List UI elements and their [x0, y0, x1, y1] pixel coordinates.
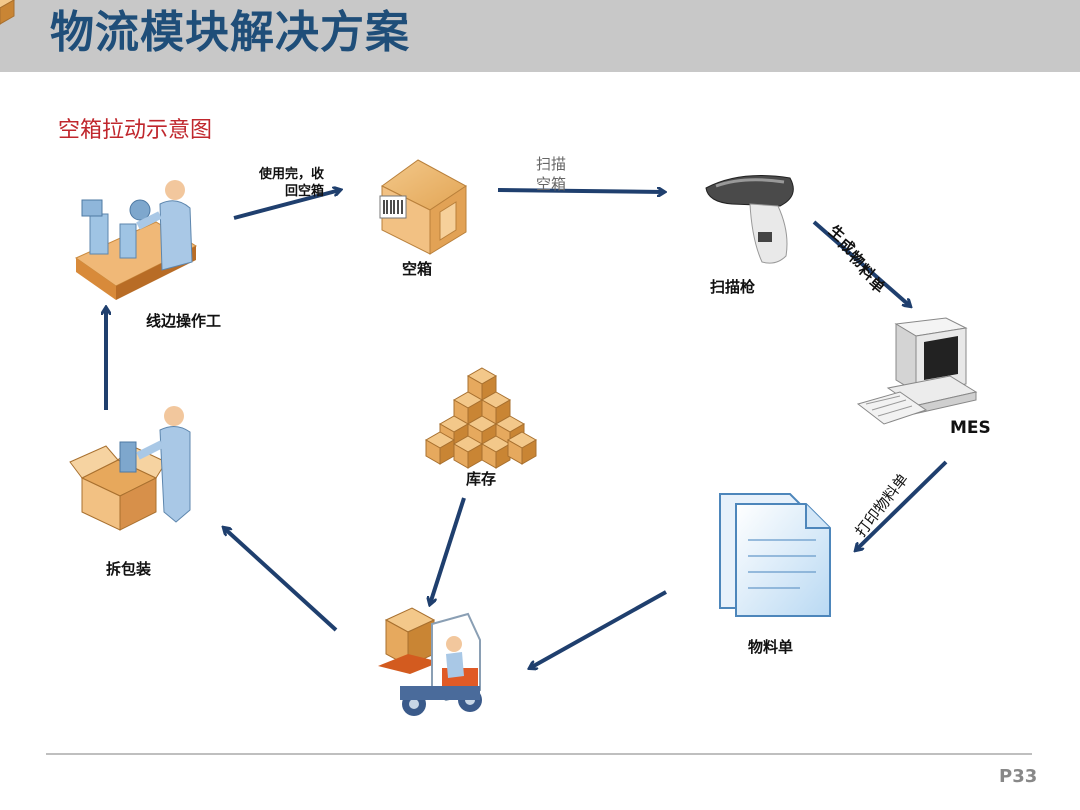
edge-label-scan-line2: 空箱 [536, 175, 567, 193]
node-label-unpack: 拆包装 [106, 560, 152, 578]
page-number: P33 [999, 766, 1038, 787]
node-label-empty-box: 空箱 [402, 260, 433, 278]
arrow-scanner-to-mes [812, 220, 910, 306]
empty-box-icon [379, 159, 467, 255]
page-title: 物流模块解决方案 [50, 7, 410, 58]
node-label-scanner: 扫描枪 [710, 278, 756, 296]
arrow-inventory-to-forklift [430, 497, 466, 604]
inventory-boxes-icon [0, 0, 537, 469]
diagram-subtitle: 空箱拉动示意图 [58, 118, 213, 143]
worker-icon [74, 180, 198, 300]
node-label-mes: MES [950, 418, 991, 438]
edge-label-return-line1: 使用完，收 [258, 167, 324, 182]
footer-divider [46, 753, 1032, 755]
edge-label-scan: 扫描 空箱 [536, 154, 566, 194]
unpacking-worker-icon [69, 406, 191, 531]
arrow-worker-to-box [233, 190, 340, 220]
title-bar [0, 0, 1080, 72]
arrow-forklift-to-unpack [224, 528, 338, 632]
scanner-icon [705, 175, 794, 264]
document-icon [719, 493, 831, 617]
edge-label-return-line2: 回空箱 [284, 184, 324, 199]
forklift-icon [378, 607, 482, 716]
computer-icon [856, 317, 978, 425]
edge-label-scan-line1: 扫描 [536, 155, 567, 173]
node-label-material-slip: 物料单 [748, 638, 794, 656]
node-label-inventory: 库存 [466, 470, 497, 488]
edge-label-return: 使用完，收 回空箱 [244, 166, 324, 200]
arrow-slip-to-forklift [530, 590, 667, 668]
node-label-worker: 线边操作工 [146, 312, 222, 330]
arrow-mes-to-slip [856, 460, 948, 550]
arrow-box-to-scanner [497, 190, 664, 192]
